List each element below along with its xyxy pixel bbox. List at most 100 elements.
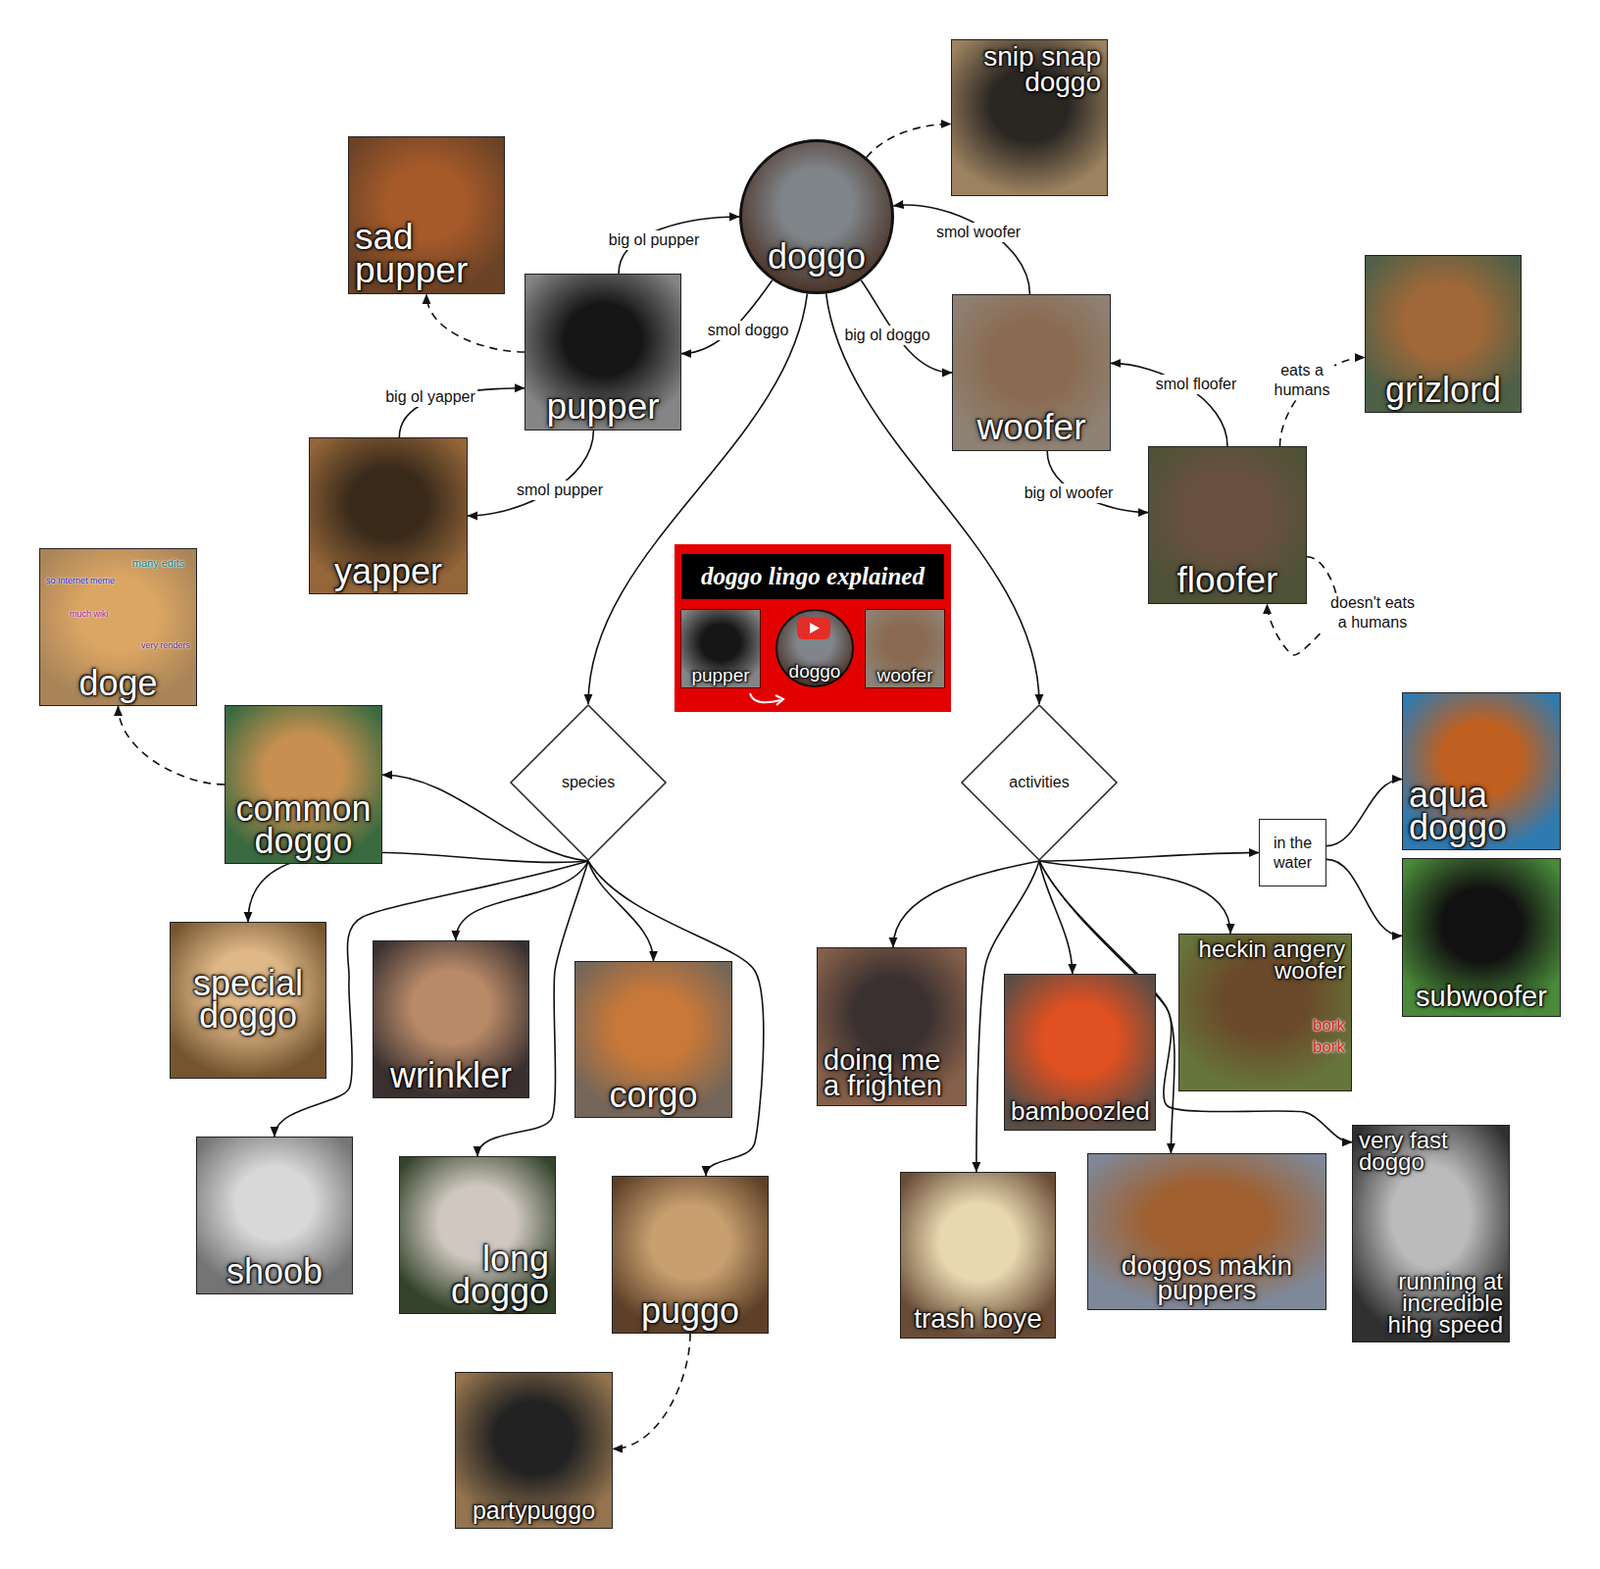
connector	[1039, 852, 1259, 862]
photo-caption: running at incredible hihg speed	[1358, 1270, 1503, 1336]
photo-caption: pupper	[531, 390, 675, 424]
node-label: activities	[990, 772, 1089, 792]
photo-caption: long doggo	[405, 1242, 550, 1307]
photo-node: bamboozled	[1003, 973, 1156, 1131]
photo-caption: partypuggo	[461, 1499, 606, 1522]
photo-caption: bamboozled	[1010, 1100, 1150, 1124]
edge-label-box: big ol woofer	[1022, 483, 1116, 503]
edge-label-box: smol floofer	[1153, 374, 1240, 395]
photo-node: common doggo	[224, 704, 383, 864]
connector	[1326, 858, 1402, 936]
photo-caption: doggo lingo explained	[681, 553, 945, 600]
photo-caption: much wiki	[69, 609, 191, 620]
photo-caption: shoob	[202, 1254, 347, 1288]
connector	[118, 705, 226, 785]
photo-caption: doing me a frighten	[823, 1047, 960, 1100]
photo-node: subwoofer	[1401, 857, 1561, 1017]
photo-node: pupper	[680, 608, 761, 689]
edge-label-box: big ol yapper	[383, 387, 478, 407]
diamond-shape	[961, 704, 1117, 860]
node-label: in the water	[1263, 833, 1322, 871]
edge-label: big ol pupper	[606, 230, 702, 250]
curl-arrow	[745, 690, 795, 710]
curl-arrow-head	[775, 695, 784, 705]
edge-label-box: doesn't eats a humans	[1323, 593, 1422, 633]
circle-shape	[741, 141, 894, 294]
photo-caption: aqua doggo	[1408, 778, 1554, 844]
photo-caption: corgo	[581, 1078, 726, 1111]
connector	[1039, 860, 1073, 974]
photo-caption: bork bork	[1286, 1014, 1346, 1058]
edge-label-box: smol woofer	[934, 222, 1023, 243]
photo-caption: pupper	[684, 666, 757, 684]
decision-diamond: activities	[960, 703, 1118, 861]
photo-caption: very fast doggo	[1358, 1129, 1503, 1173]
connector	[467, 430, 594, 516]
photo-node: dogemany editsso Internet mememuch wikiv…	[39, 548, 198, 706]
photo-node: snip snap doggo	[950, 39, 1108, 197]
photo-caption: trash boye	[906, 1305, 1050, 1332]
photo-caption: heckin angery woofer	[1185, 938, 1346, 982]
connector	[1047, 450, 1149, 513]
photo-node: long doggo	[399, 1155, 556, 1314]
edge-label: big ol woofer	[1022, 483, 1116, 503]
photo-node: doing me a frighten	[816, 947, 967, 1106]
photo-node: doggos makin puppers	[1087, 1152, 1327, 1310]
photo-node: grizlord	[1364, 254, 1522, 413]
photo-node: heckin angery woofer bork bork	[1178, 933, 1352, 1092]
photo-node: woofer	[951, 294, 1111, 451]
connector	[426, 294, 525, 352]
photo-node: yapper	[308, 437, 468, 595]
photo-node: pupper	[524, 273, 682, 431]
play-button	[797, 616, 831, 640]
connector	[455, 860, 589, 941]
circle-shape	[776, 609, 853, 687]
edge-label: smol woofer	[934, 222, 1023, 243]
edge-label: big ol doggo	[842, 325, 932, 346]
photo-caption: yapper	[315, 554, 461, 588]
process-box: in the water	[1258, 818, 1327, 887]
photo-caption: woofer	[958, 410, 1104, 445]
photo-caption: snip snap doggo	[957, 44, 1101, 96]
edge-label: eats a humans	[1269, 360, 1335, 400]
edge-label: doesn't eats a humans	[1323, 593, 1422, 633]
photo-node: woofer	[864, 608, 946, 689]
photo-node: wrinkler	[372, 940, 530, 1099]
photo-node: corgo	[574, 960, 733, 1118]
edge-label-box: smol doggo	[705, 320, 792, 341]
circle-node: doggo	[739, 139, 895, 295]
connector	[1039, 860, 1231, 934]
edge-label: smol pupper	[514, 480, 605, 500]
photo-caption: subwoofer	[1408, 983, 1554, 1010]
edge-label: smol floofer	[1153, 374, 1240, 395]
photo-caption: common doggo	[231, 792, 376, 857]
diamond-shape	[510, 704, 666, 860]
photo-node: sad pupper	[348, 136, 505, 295]
play-triangle	[809, 622, 820, 634]
photo-node: floofer	[1148, 446, 1307, 604]
connector	[612, 1333, 691, 1449]
connector	[681, 280, 773, 354]
edge-label: smol doggo	[705, 320, 792, 341]
photo-node: shoob	[196, 1136, 353, 1295]
play-button-body	[797, 616, 831, 640]
connector	[866, 123, 951, 157]
edge-label-box: big ol pupper	[606, 230, 702, 250]
photo-node: very fast doggo running at incredible hih…	[1351, 1124, 1510, 1343]
photo-caption: doggo	[781, 662, 849, 680]
photo-caption: very renders	[46, 641, 191, 651]
connector	[893, 204, 1030, 295]
photo-node: special doggo	[169, 921, 327, 1079]
photo-node: aqua doggo	[1401, 692, 1561, 850]
edge-label-box: smol pupper	[514, 480, 605, 500]
photo-caption: doggos makin puppers	[1094, 1252, 1320, 1304]
connector	[588, 860, 654, 961]
photo-node: trash boye	[900, 1171, 1056, 1339]
connector	[1326, 779, 1402, 847]
photo-caption: doge	[46, 666, 191, 700]
photo-node: puggo	[611, 1175, 769, 1334]
decision-diamond: species	[509, 703, 667, 861]
photo-caption: grizlord	[1371, 373, 1515, 406]
edge-label: big ol yapper	[383, 387, 478, 407]
